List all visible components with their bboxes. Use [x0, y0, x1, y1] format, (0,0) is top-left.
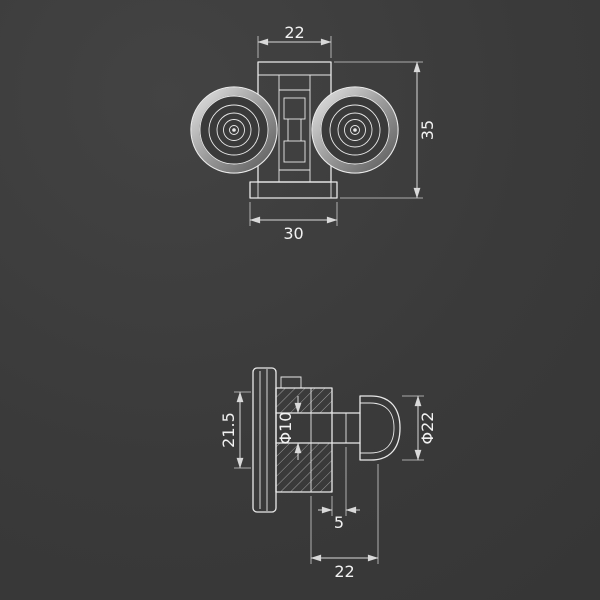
wheel-cap-outline [359, 395, 401, 461]
bracket-top-tab [280, 376, 302, 388]
dim-side-roller-diameter: Φ22 [402, 395, 437, 461]
right-wheel-bearing-circle-2 [337, 112, 373, 148]
left-roller-wheel [190, 86, 278, 174]
front-view: 22 35 30 [190, 23, 437, 243]
wheel-cap-inner-contour [360, 402, 395, 454]
lower-axle-block [283, 140, 306, 163]
dim22b-label: 22 [334, 562, 354, 581]
left-wheel-hub-circle [229, 125, 239, 135]
bracket-section-outline [275, 387, 333, 493]
left-wheel-tire-ring [191, 87, 277, 173]
bracket-lower-hatch [276, 443, 332, 492]
roller-wheel-profile [359, 395, 401, 461]
dim22d-label: Φ22 [418, 412, 437, 445]
right-roller-wheel [311, 86, 399, 174]
right-wheel-tire-ring [312, 87, 398, 173]
right-wheel-hub-circle [350, 125, 360, 135]
left-wheel-ring-inner-edge [199, 95, 269, 165]
left-wheel-center-dot [232, 128, 236, 132]
mounting-plate-side [252, 367, 277, 513]
left-wheel-bearing-circle-2 [216, 112, 252, 148]
bracket-bottom-flange [249, 181, 338, 199]
upper-axle-block [283, 97, 306, 120]
right-wheel-bearing-circle-1 [329, 104, 381, 156]
dim-front-top-width: 22 [257, 23, 332, 58]
right-wheel-center-dot [353, 128, 357, 132]
bracket-upper-hatch [276, 388, 332, 413]
dim-front-height: 35 [334, 61, 437, 199]
dim5-label: 5 [334, 513, 344, 532]
left-wheel-bearing-circle-3 [223, 119, 245, 141]
side-view: 21.5 Φ10 Φ22 5 22 [219, 367, 437, 581]
dim10-label: Φ10 [276, 412, 295, 445]
dim-side-axle-diameter: Φ10 [276, 396, 302, 460]
dim30-label: 30 [283, 224, 303, 243]
dim-side-bracket-height: 21.5 [219, 391, 251, 469]
plate-outline [252, 367, 277, 513]
dim22-top-label: 22 [284, 23, 304, 42]
left-wheel-bearing-circle-1 [208, 104, 260, 156]
dim-front-bottom-width: 30 [249, 202, 338, 243]
dim-side-bottom-width: 22 [310, 464, 379, 581]
right-wheel-ring-inner-edge [320, 95, 390, 165]
bracket-center-column [278, 75, 311, 182]
dim35-label: 35 [418, 120, 437, 140]
dim215-label: 21.5 [219, 412, 238, 448]
roller-bracket-side [275, 376, 361, 493]
dim-side-step: 5 [318, 447, 360, 532]
right-wheel-bearing-circle-3 [344, 119, 366, 141]
